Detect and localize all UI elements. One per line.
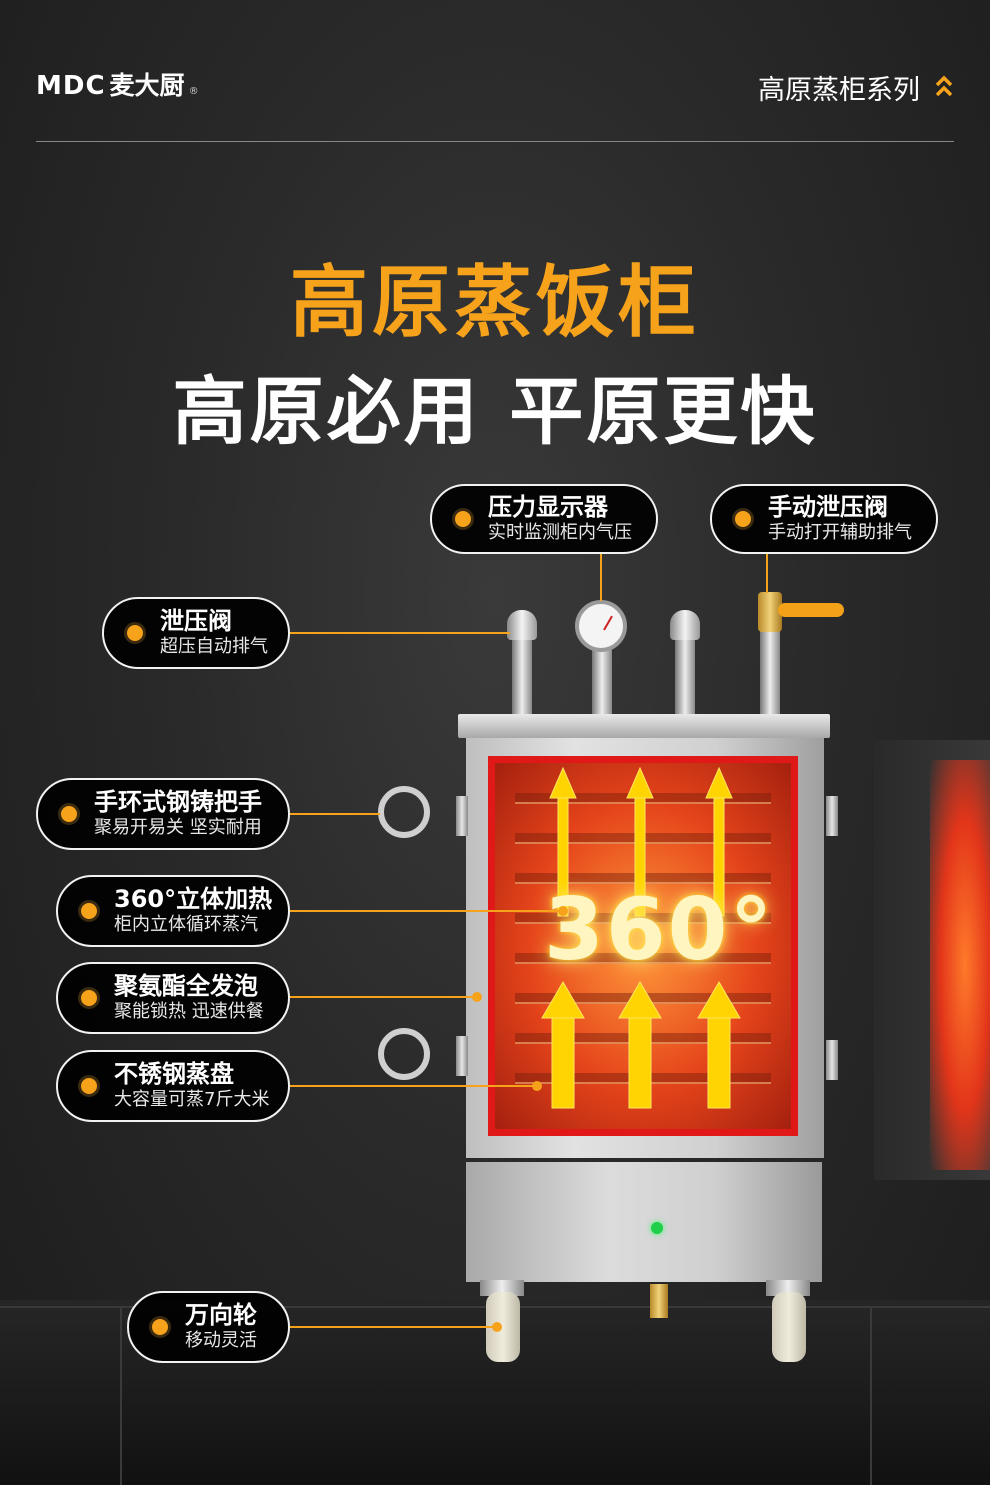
caster-bracket bbox=[480, 1280, 524, 1296]
callout-subtitle: 实时监测柜内气压 bbox=[488, 522, 632, 544]
arrow-up-bottom-left-head bbox=[541, 981, 585, 1019]
cabinet-base bbox=[466, 1162, 822, 1282]
arrow-up-top-mid-head bbox=[626, 766, 654, 799]
callout-title: 360°立体加热 bbox=[114, 884, 273, 913]
callout-title: 泄压阀 bbox=[160, 606, 232, 635]
callout-title: 手环式钢铸把手 bbox=[94, 787, 262, 816]
relief-valve-nozzle bbox=[507, 610, 537, 640]
arrow-up-top-right-head bbox=[705, 766, 733, 799]
leader-line bbox=[288, 1326, 496, 1328]
power-indicator-led bbox=[651, 1222, 663, 1234]
exhaust-pipe bbox=[675, 640, 695, 716]
cabinet-top bbox=[458, 714, 830, 738]
callout-subtitle: 大容量可蒸7斤大米 bbox=[114, 1089, 270, 1111]
floor-seam bbox=[120, 1306, 122, 1485]
arrow-up-bottom-right-shaft bbox=[707, 1015, 731, 1109]
caster-wheel-right bbox=[772, 1292, 806, 1362]
arrow-up-bottom-mid-head bbox=[618, 981, 662, 1019]
callout-title: 万向轮 bbox=[185, 1300, 257, 1329]
left-latch-upper bbox=[456, 796, 468, 836]
page-title: 高原蒸饭柜 bbox=[289, 258, 700, 348]
callout-subtitle: 聚易开易关 坚实耐用 bbox=[94, 817, 262, 839]
callout-subtitle: 移动灵活 bbox=[185, 1330, 257, 1352]
bullet-dot-icon bbox=[149, 1316, 171, 1338]
callout-handle: 手环式钢铸把手 聚易开易关 坚实耐用 bbox=[36, 778, 290, 850]
callout-subtitle: 聚能锁热 迅速供餐 bbox=[114, 1001, 264, 1023]
brand-logo: MDC 麦大厨 ® bbox=[36, 66, 199, 102]
series-tag[interactable]: 高原蒸柜系列 bbox=[758, 68, 954, 107]
header-divider bbox=[36, 141, 954, 142]
gauge-pipe bbox=[592, 650, 612, 716]
pressure-gauge-dial bbox=[575, 600, 627, 652]
exhaust-nozzle bbox=[670, 610, 700, 640]
arrow-up-bottom-left-shaft bbox=[551, 1015, 575, 1109]
leader-endpoint bbox=[558, 906, 568, 916]
page-subtitle: 高原必用 平原更快 bbox=[172, 369, 818, 455]
bullet-dot-icon bbox=[78, 900, 100, 922]
bullet-dot-icon bbox=[58, 803, 80, 825]
manual-valve-handle bbox=[778, 603, 844, 617]
bullet-dot-icon bbox=[124, 622, 146, 644]
bullet-dot-icon bbox=[452, 508, 474, 530]
callout-title: 不锈钢蒸盘 bbox=[114, 1059, 234, 1088]
leader-endpoint bbox=[492, 1322, 502, 1332]
callout-subtitle: 超压自动排气 bbox=[160, 636, 268, 658]
callout-tray: 不锈钢蒸盘 大容量可蒸7斤大米 bbox=[56, 1050, 290, 1122]
relief-valve-pipe bbox=[512, 640, 532, 716]
leader-line bbox=[288, 996, 474, 998]
callout-title: 聚氨酯全发泡 bbox=[114, 971, 258, 1000]
callout-title: 手动泄压阀 bbox=[768, 492, 888, 521]
handwheel-lower bbox=[378, 1028, 430, 1080]
callout-pressure-gauge: 压力显示器 实时监测柜内气压 bbox=[430, 484, 658, 554]
callout-subtitle: 柜内立体循环蒸汽 bbox=[114, 914, 258, 936]
callout-caster: 万向轮 移动灵活 bbox=[127, 1291, 290, 1363]
bullet-dot-icon bbox=[732, 508, 754, 530]
callout-heating: 360°立体加热 柜内立体循环蒸汽 bbox=[56, 875, 290, 947]
brand-latin: MDC bbox=[36, 71, 106, 101]
double-chevron-up-icon bbox=[935, 75, 953, 96]
arrow-up-top-left-head bbox=[549, 766, 577, 799]
manual-valve-pipe bbox=[760, 625, 780, 716]
drain-valve bbox=[650, 1284, 668, 1318]
leader-line bbox=[288, 910, 560, 912]
caster-bracket bbox=[766, 1280, 810, 1296]
handwheel-upper bbox=[378, 786, 430, 838]
leader-endpoint bbox=[532, 1081, 542, 1091]
leader-line bbox=[766, 553, 768, 593]
door-glow bbox=[930, 760, 990, 1170]
heat-360-label: 360° bbox=[544, 880, 775, 980]
heat-flow-arrows bbox=[541, 766, 741, 1109]
bullet-dot-icon bbox=[78, 987, 100, 1009]
leader-endpoint bbox=[472, 992, 482, 1002]
callout-relief-valve: 泄压阀 超压自动排气 bbox=[102, 597, 290, 669]
registered-mark: ® bbox=[188, 86, 199, 97]
arrow-up-bottom-right-head bbox=[697, 981, 741, 1019]
door-hinge-lower bbox=[826, 1040, 838, 1080]
callout-subtitle: 手动打开辅助排气 bbox=[768, 522, 912, 544]
floor-seam bbox=[870, 1306, 872, 1485]
steam-tray bbox=[515, 913, 771, 924]
arrow-up-bottom-mid-shaft bbox=[628, 1015, 652, 1109]
steam-tray bbox=[515, 953, 771, 964]
callout-title: 压力显示器 bbox=[488, 492, 608, 521]
left-latch-lower bbox=[456, 1036, 468, 1076]
leader-line bbox=[288, 632, 510, 634]
callout-manual-valve: 手动泄压阀 手动打开辅助排气 bbox=[710, 484, 938, 554]
callout-foam: 聚氨酯全发泡 聚能锁热 迅速供餐 bbox=[56, 962, 290, 1034]
brand-chinese: 麦大厨 bbox=[109, 71, 185, 100]
bullet-dot-icon bbox=[78, 1075, 100, 1097]
leader-line bbox=[288, 813, 380, 815]
door-hinge-upper bbox=[826, 796, 838, 836]
leader-line bbox=[600, 553, 602, 601]
series-label: 高原蒸柜系列 bbox=[758, 75, 920, 106]
leader-line bbox=[288, 1085, 534, 1087]
